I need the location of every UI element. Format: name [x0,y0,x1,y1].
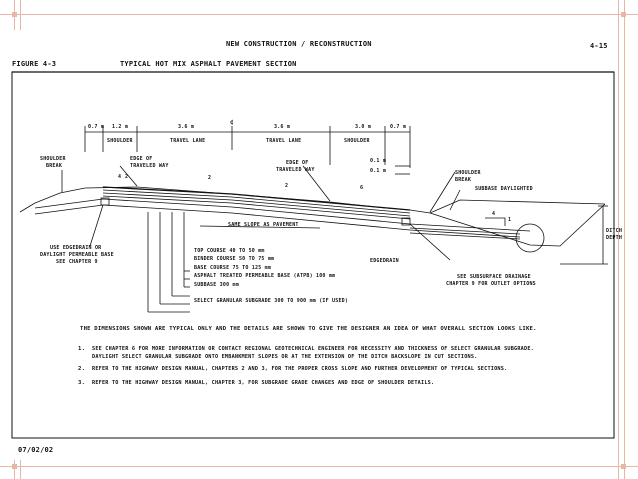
note-3: REFER TO THE HIGHWAY DESIGN MANUAL, CHAP… [92,380,435,386]
callout-shoulder-break-right: SHOULDER [455,170,481,176]
callout-use-edgedrain: SEE CHAPTER 9 [56,259,98,265]
frame-corner-square [621,12,626,17]
note-1-line-2: DAYLIGHT SELECT GRANULAR SUBGRADE ONTO E… [92,354,478,360]
dim-label: 0.7 m [390,124,407,130]
ditch-circle-detail [515,223,545,253]
callout-subbase-daylighted: SUBBASE DAYLIGHTED [475,186,533,192]
slope-number: 2 [125,174,129,180]
frame-right-line [618,0,619,479]
centerline-symbol: ¢ [230,119,234,126]
page-header-title: NEW CONSTRUCTION / RECONSTRUCTION [226,40,372,48]
leader [409,223,451,261]
slope-number: 4 [118,174,122,180]
callout-use-edgedrain: DAYLIGHT PERMEABLE BASE [40,252,114,258]
layer-label-atpb: ASPHALT TREATED PERMEABLE BASE (ATPB) 10… [194,273,336,279]
dim-label: 1.2 m [112,124,129,130]
lane-label-travel-left: TRAVEL LANE [170,138,206,144]
dim-label: 3.6 m [178,124,195,130]
left-slope [19,202,36,213]
layer-label-select-granular: SELECT GRANULAR SUBGRADE 300 TO 900 mm (… [194,298,349,304]
note-intro: THE DIMENSIONS SHOWN ARE TYPICAL ONLY AN… [80,326,537,332]
leader [429,171,456,213]
note-number: 1. [78,346,86,352]
frame-bottom-line [0,466,638,467]
note-number: 2. [78,366,86,372]
page-number: 4-15 [590,42,608,50]
callout-shoulder-break-left: SHOULDER [40,156,66,162]
slope-number: 1 [508,217,512,223]
slope-number: 2 [208,175,212,181]
callout-edge-traveled-right: TRAVELED WAY [276,167,315,173]
callout-ditch-depth: DEPTH [606,235,623,241]
lane-label-shoulder-right: SHOULDER [344,138,370,144]
frame-corner-square [12,12,17,17]
callout-edge-traveled-right: EDGE OF [286,160,309,166]
pavement-layer-2 [102,192,411,217]
callout-edgedrain: EDGEDRAIN [370,258,399,264]
callout-shoulder-break-left: BREAK [46,163,63,169]
pavement-layer-1 [102,189,411,214]
subbase-line [34,198,531,232]
dim-label: 3.0 m [355,124,372,130]
dim-label-small: 0.1 m [370,168,387,174]
leader [302,165,331,202]
subbase-daylight-line [409,227,521,235]
subbase-daylight-line-2 [409,232,521,240]
footer-date: 07/02/02 [18,446,54,454]
layer-label-base-course: BASE COURSE 75 TO 125 mm [194,265,272,271]
leader [89,204,104,247]
slope-number: 2 [285,183,289,189]
callout-subsurface-drainage: SEE SUBSURFACE DRAINAGE [457,274,531,280]
dim-label: 0.7 m [88,124,105,130]
callout-same-slope: SAME SLOPE AS PAVEMENT [228,222,299,228]
slope-triangle [485,217,506,226]
note-1-line-1: SEE CHAPTER 6 FOR MORE INFORMATION OR CO… [92,346,534,352]
callout-shoulder-break-right: BREAK [455,177,472,183]
select-granular-line [34,204,521,238]
dim-label: 3.6 m [274,124,291,130]
frame-corner-square [12,464,17,469]
ditch-line [429,203,606,247]
layer-label-top-course: TOP COURSE 40 TO 50 mm [194,248,265,254]
pavement-layer-3 [102,195,411,220]
lane-label-travel-right: TRAVEL LANE [266,138,302,144]
slope-number: 6 [360,185,364,191]
frame-right-line-2 [624,0,625,479]
document-page [10,30,618,460]
pavement-surface [102,186,411,211]
dim-label-small: 0.1 m [370,158,387,164]
figure-title: TYPICAL HOT MIX ASPHALT PAVEMENT SECTION [120,60,297,68]
callout-subsurface-drainage: CHAPTER 9 FOR OUTLET OPTIONS [446,281,536,287]
callout-edge-traveled-left: TRAVELED WAY [130,163,169,169]
lane-label-shoulder-left: SHOULDER [107,138,133,144]
note-2: REFER TO THE HIGHWAY DESIGN MANUAL, CHAP… [92,366,508,372]
figure-label: FIGURE 4-3 [12,60,57,68]
frame-top-line [0,14,638,15]
slope-number: 4 [492,211,496,217]
frame-corner-square [621,464,626,469]
callout-use-edgedrain: USE EDGEDRAIN OR [50,245,102,251]
right-backslope [429,199,606,214]
layer-label-subbase: SUBBASE 300 mm [194,282,239,288]
edgedrain-right [401,217,411,226]
layer-label-binder-course: BINDER COURSE 50 TO 75 mm [194,256,275,262]
same-slope-arrow [199,225,321,229]
leader [449,189,461,211]
note-number: 3. [78,380,86,386]
leader [119,165,138,187]
callout-edge-traveled-left: EDGE OF [130,156,153,162]
callout-ditch-depth: DITCH [606,228,623,234]
edgedrain-left [100,197,110,206]
